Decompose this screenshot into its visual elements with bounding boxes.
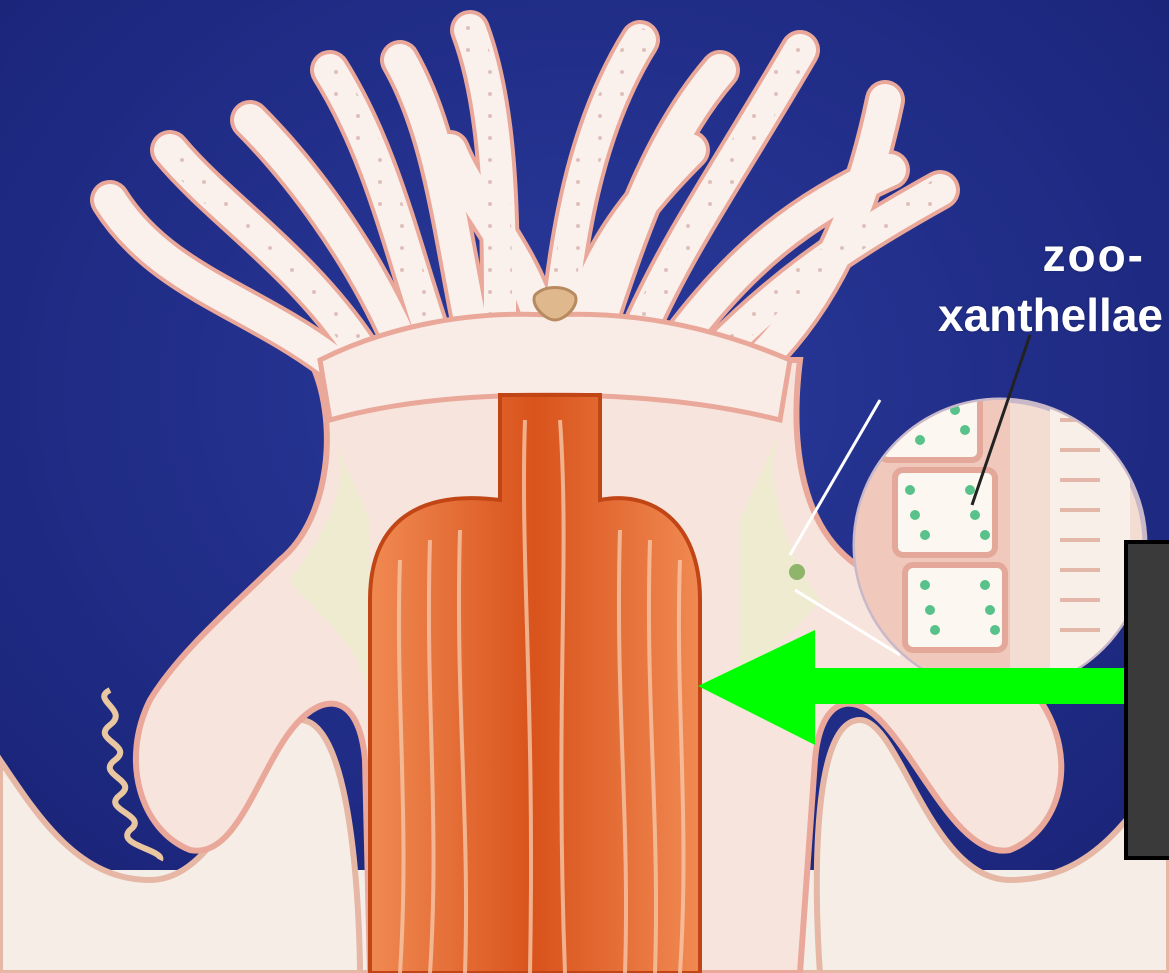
zooxanthellae-label-line1: zoo- [1042,232,1145,278]
hidden-answer-box [1124,540,1169,860]
zooxanthellae-label-line2: xanthellae [938,292,1163,338]
